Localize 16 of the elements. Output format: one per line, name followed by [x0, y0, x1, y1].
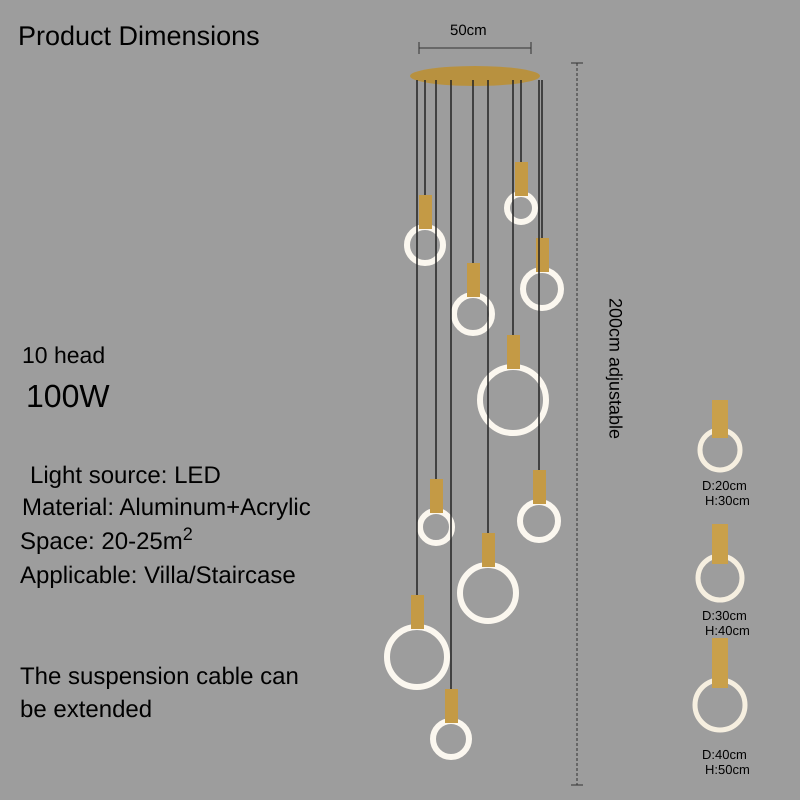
- spec-text: 50cm: [450, 21, 487, 41]
- spec-text: D:20cm: [702, 477, 747, 495]
- spec-text: Applicable: Villa/Staircase: [20, 561, 296, 591]
- spec-text: Material: Aluminum+Acrylic: [22, 493, 311, 523]
- title: Product Dimensions: [18, 20, 260, 53]
- spec-text: D:40cm: [702, 746, 747, 764]
- spec-text: H:50cm: [705, 761, 750, 779]
- spec-text: H:30cm: [705, 492, 750, 510]
- dimension-label: 200cm adjustable: [606, 298, 626, 440]
- spec-text: H:40cm: [705, 622, 750, 640]
- spec-text: The suspension cable can be extended: [20, 662, 300, 725]
- spec-text: 100W: [26, 377, 110, 416]
- spec-text: Space: 20-25m$^{2}$: [20, 524, 193, 557]
- spec-text: D:30cm: [702, 607, 747, 625]
- spec-text: 10 head: [22, 341, 106, 370]
- spec-text: Light source: LED: [30, 461, 221, 491]
